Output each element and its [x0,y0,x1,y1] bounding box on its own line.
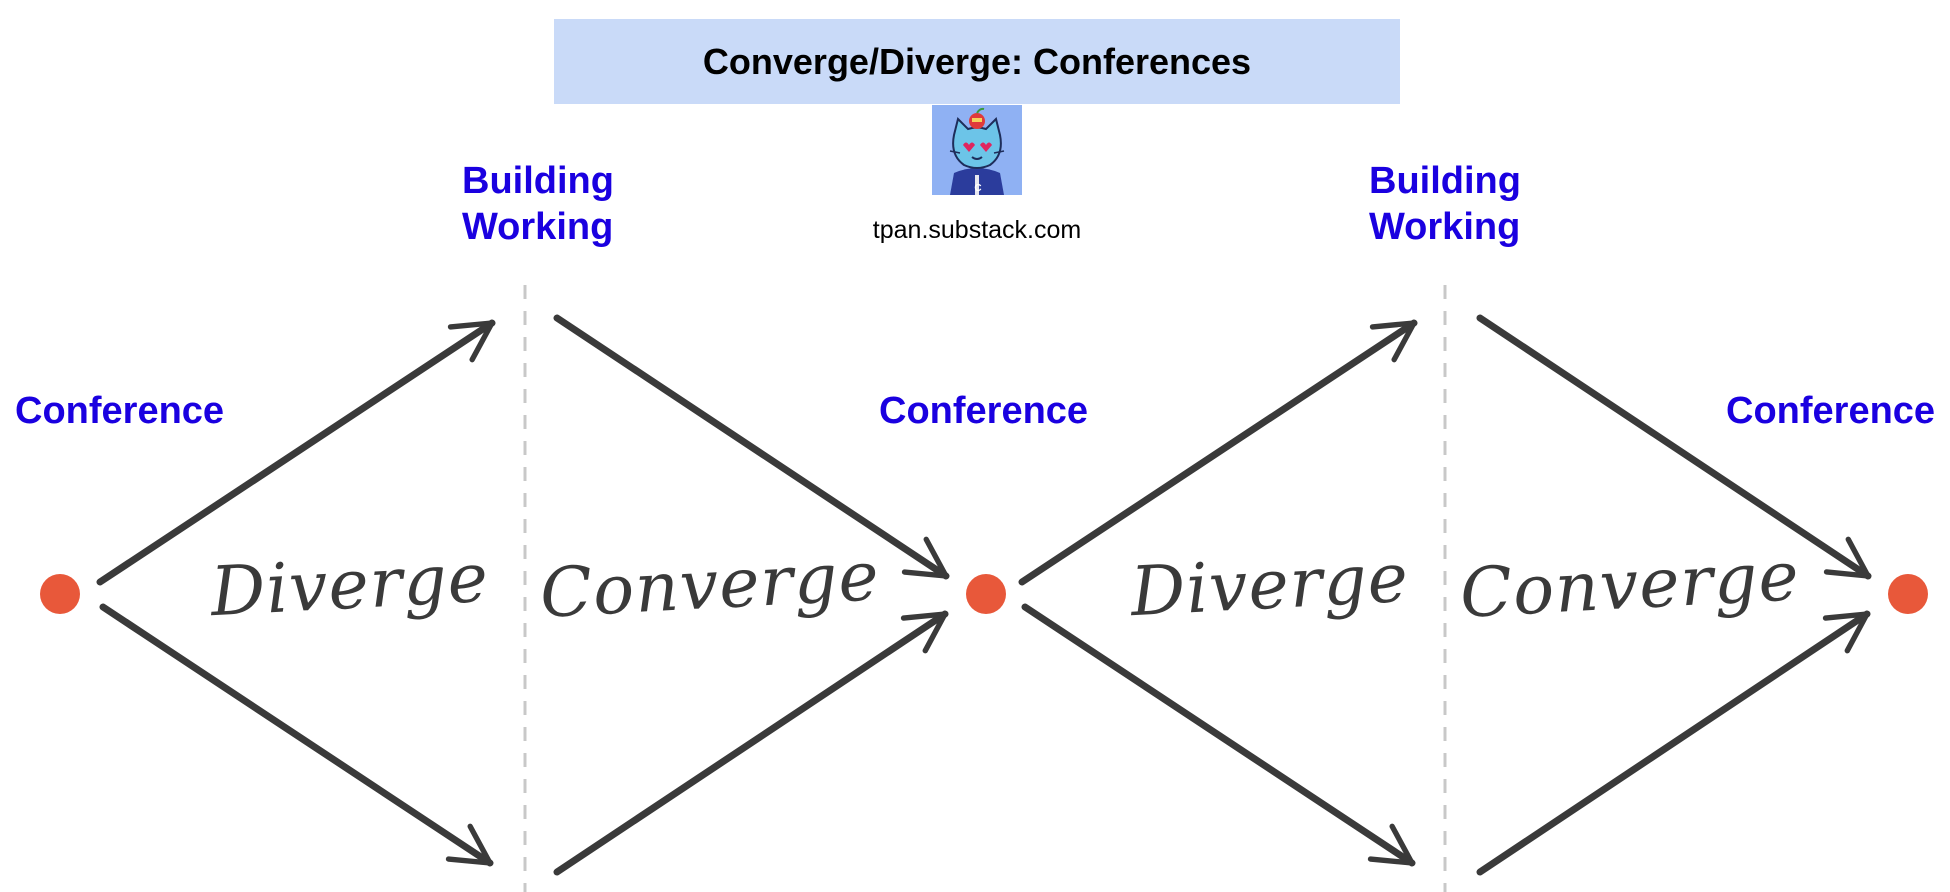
converge-arrow-up-2 [1476,610,1871,876]
phase-label-diverge-2: Diverge [1127,539,1411,633]
diverge-arrow-up-2 [1018,319,1418,586]
cat-avatar-icon: C [932,105,1022,195]
phase-label-converge-2: Converge [1458,537,1801,634]
milestone-dot-3 [1888,574,1928,614]
milestone-dot-2 [966,574,1006,614]
converge-arrow-up-1 [553,610,949,876]
svg-text:C: C [974,183,981,194]
title-banner: Converge/Diverge: Conferences [554,19,1400,104]
conference-label-3: Conference [1726,390,1936,432]
diverge-arrow-down-2 [1021,603,1416,867]
diverge-arrow-up-1 [96,319,496,586]
building-working-label-2: Building Working [1369,158,1521,250]
working-label: Working [462,206,614,248]
milestone-dot-1 [40,574,80,614]
converge-arrow-down-1 [553,314,950,580]
diverge-arrow-down-1 [99,603,494,867]
phase-label-diverge-1: Diverge [207,539,491,633]
building-label: Building [462,160,614,202]
building-label: Building [1369,160,1521,202]
site-url: tpan.substack.com [872,216,1082,244]
building-working-label-1: Building Working [462,158,614,250]
conference-label-1: Conference [15,390,225,432]
conference-label-2: Conference [879,390,1089,432]
working-label: Working [1369,206,1521,248]
converge-arrow-down-2 [1476,314,1872,580]
phase-label-converge-1: Converge [538,537,881,634]
diagram-title: Converge/Diverge: Conferences [702,40,1252,82]
